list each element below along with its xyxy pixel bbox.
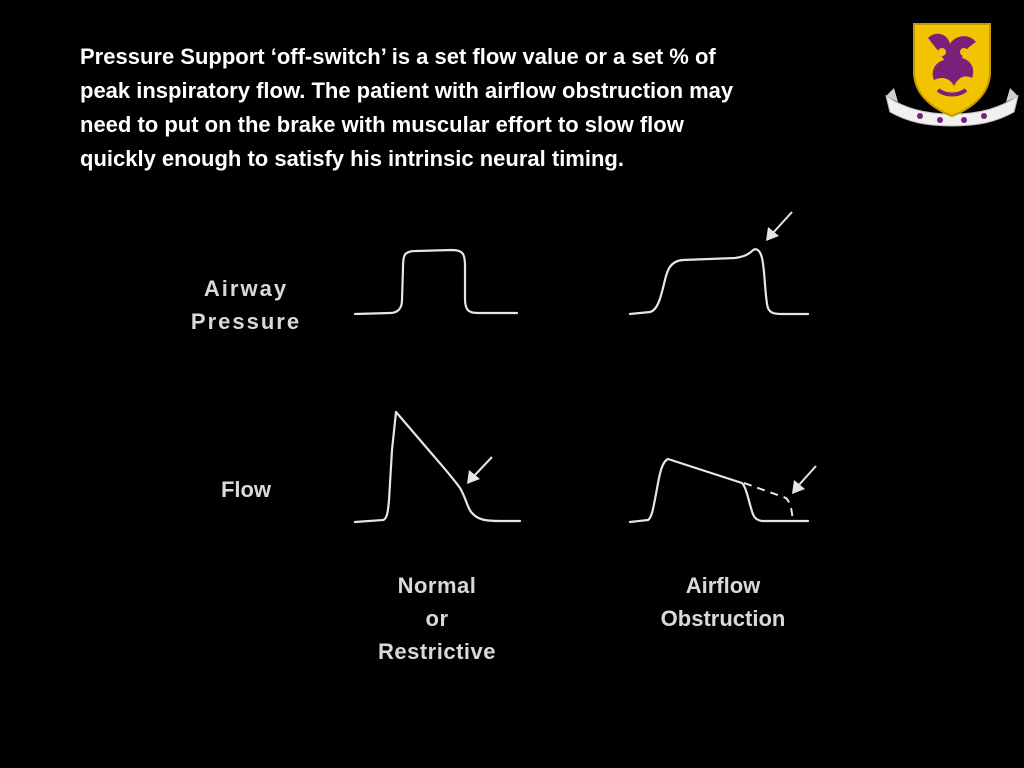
normal-flow-arrow-head <box>467 470 480 484</box>
intro-line: need to put on the brake with muscular e… <box>80 112 684 137</box>
intro-line: quickly enough to satisfy his intrinsic … <box>80 146 624 171</box>
normal-pressure-trace <box>353 248 519 316</box>
obstruction-flow-trace <box>628 457 810 524</box>
obstruction-pressure-trace <box>628 248 810 316</box>
university-crest-icon <box>885 23 1019 127</box>
row-label-line: Flow <box>220 477 272 502</box>
obstruction-flow-arrow-head <box>792 480 805 494</box>
column-label-line: Obstruction <box>660 606 786 631</box>
row-label-line: Pressure <box>190 309 302 334</box>
pressure-spike-arrow <box>771 211 793 235</box>
obstruction-flow-arrow <box>797 465 817 487</box>
column-label-line: Normal <box>397 573 477 598</box>
column-label-line: or <box>425 606 449 631</box>
row-label-flow: Flow <box>196 473 296 506</box>
column-label-line: Airflow <box>685 573 761 598</box>
column-label-line: Restrictive <box>377 639 496 664</box>
normal-flow-arrow <box>473 456 493 477</box>
normal-flow-trace <box>353 410 522 524</box>
column-label-normal: Normal or Restrictive <box>362 569 512 668</box>
column-label-obstruction: Airflow Obstruction <box>638 569 808 635</box>
row-label-airway-pressure: Airway Pressure <box>176 272 316 338</box>
intro-line: Pressure Support ‘off-switch’ is a set f… <box>80 44 716 69</box>
intro-line: peak inspiratory flow. The patient with … <box>80 78 734 103</box>
obstruction-flow-dashed-extension <box>743 482 794 523</box>
pressure-spike-arrow-head <box>766 227 779 241</box>
intro-text: Pressure Support ‘off-switch’ is a set f… <box>80 40 940 176</box>
row-label-line: Airway <box>203 276 289 301</box>
